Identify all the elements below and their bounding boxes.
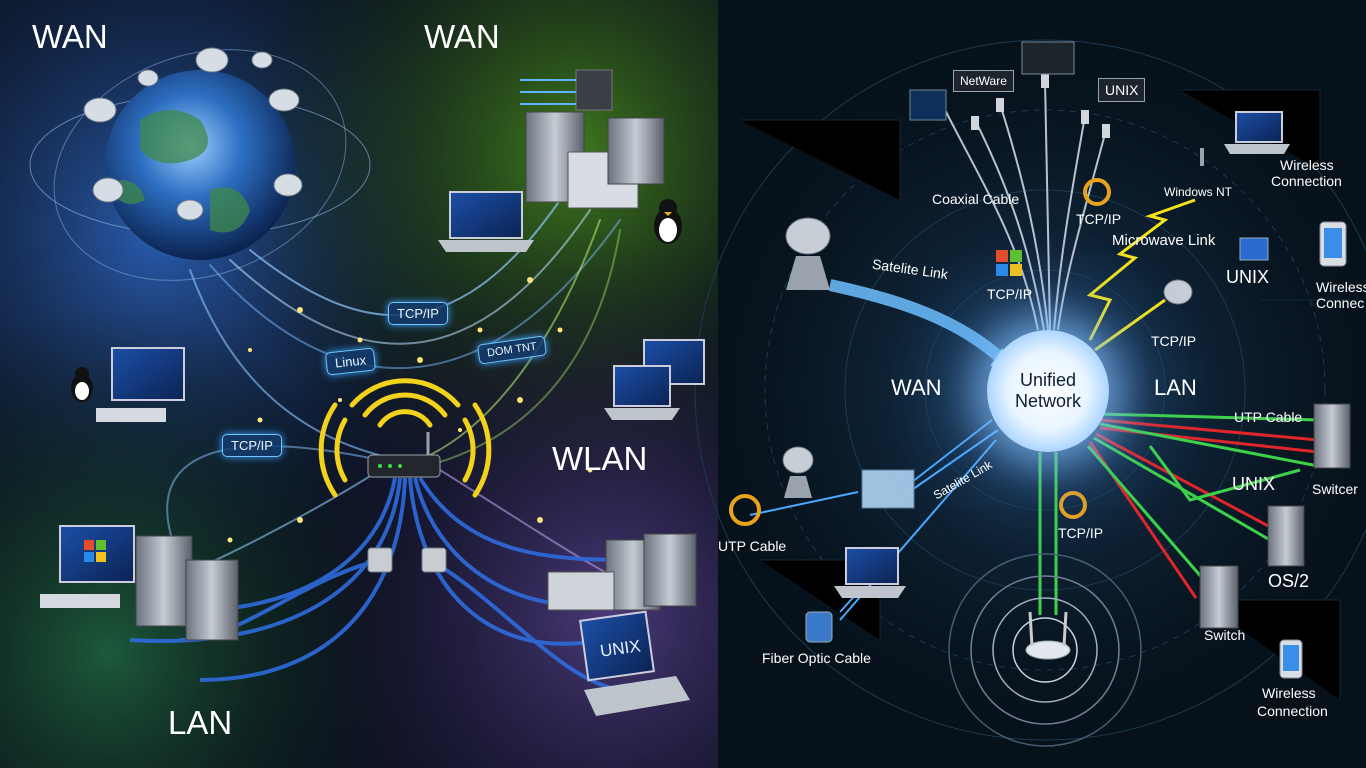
switcer-label: Switcer bbox=[1312, 481, 1358, 497]
wifi-signal-icon bbox=[318, 378, 492, 498]
fiber-optic-cable-label: Fiber Optic Cable bbox=[762, 650, 871, 666]
satellite-dish-icon bbox=[782, 446, 814, 498]
antenna-icon bbox=[1200, 148, 1204, 166]
tcpip-label: TCP/IP bbox=[987, 286, 1033, 302]
gear-icon bbox=[729, 178, 1111, 526]
unified-network-hub: Unified Network bbox=[987, 330, 1109, 452]
wan-label-left: WAN bbox=[32, 18, 108, 55]
wan-label: WAN bbox=[891, 375, 942, 400]
desktop-monitor-icon bbox=[96, 347, 185, 422]
smartphone-icon bbox=[1239, 221, 1347, 267]
satellite-dish-icon bbox=[785, 217, 831, 290]
laptop-icon bbox=[438, 191, 534, 252]
lan-label: LAN bbox=[1154, 375, 1197, 400]
laptop-icon bbox=[834, 547, 906, 598]
server-rack-icon bbox=[547, 533, 697, 611]
hub-line-1: Unified bbox=[1019, 370, 1077, 391]
tcpip-label: TCP/IP bbox=[1151, 333, 1197, 349]
router-icon bbox=[367, 432, 441, 478]
laptop-icon bbox=[1224, 111, 1290, 154]
unix-tag: UNIX bbox=[1098, 78, 1146, 102]
windows-nt-label: Windows NT bbox=[1164, 185, 1233, 199]
tcpip-label: TCP/IP bbox=[1076, 211, 1122, 227]
wireless-connec-label: Connec bbox=[1316, 295, 1365, 311]
linux-penguin-icon bbox=[71, 367, 93, 402]
laptop-icon bbox=[604, 339, 705, 420]
lan-label: LAN bbox=[168, 704, 233, 741]
switch-label: Switch bbox=[1204, 627, 1246, 643]
server-tower-icon bbox=[1199, 403, 1351, 629]
satellite-link-arrow bbox=[828, 279, 1010, 367]
unix-label: UNIX bbox=[1226, 267, 1270, 287]
tcpip-label: TCP/IP bbox=[1058, 525, 1104, 541]
smartphone-icon bbox=[1279, 639, 1303, 679]
network-device-icon bbox=[909, 41, 1075, 121]
linux-penguin-icon bbox=[654, 199, 682, 244]
network-switch-icon bbox=[861, 469, 915, 509]
wan-label-right: WAN bbox=[424, 18, 500, 55]
microwave-link-label: Microwave Link bbox=[1112, 232, 1216, 249]
fiber-optic-device-icon bbox=[805, 611, 833, 643]
unix-label: UNIX bbox=[1232, 474, 1276, 494]
globe-icon bbox=[29, 49, 371, 281]
microwave-dish-icon bbox=[1163, 279, 1193, 305]
utp-cable-label: UTP Cable bbox=[1234, 409, 1303, 425]
netware-tag: NetWare bbox=[953, 70, 1014, 92]
unix-laptop-icon bbox=[579, 610, 690, 716]
windows-desktop-icon bbox=[40, 525, 239, 641]
satellite-dish-icon bbox=[83, 47, 303, 221]
wireless-connection-label: Connection bbox=[1257, 703, 1328, 719]
os2-label: OS/2 bbox=[1268, 571, 1310, 591]
wlan-label: WLAN bbox=[552, 440, 648, 477]
server-rack-icon bbox=[520, 69, 665, 209]
wireless-access-point-icon bbox=[948, 553, 1142, 747]
wireless-connection-label: Wireless bbox=[1280, 157, 1334, 173]
tcpip-tag: TCP/IP bbox=[222, 434, 282, 457]
wireless-connection-label: Connection bbox=[1271, 173, 1342, 189]
microwave-link-zigzag bbox=[1086, 198, 1196, 341]
wireless-connection-label: Wireless bbox=[1262, 685, 1316, 701]
utp-cable-label: UTP Cable bbox=[718, 538, 787, 554]
hub-line-2: Network bbox=[1014, 391, 1081, 411]
network-switch-icon bbox=[367, 547, 447, 573]
wireless-connec-label: Wireless bbox=[1316, 279, 1366, 295]
windows-logo-icon bbox=[996, 250, 1022, 276]
tcpip-tag: TCP/IP bbox=[388, 302, 448, 325]
coaxial-cable-label: Coaxial Cable bbox=[932, 191, 1020, 207]
